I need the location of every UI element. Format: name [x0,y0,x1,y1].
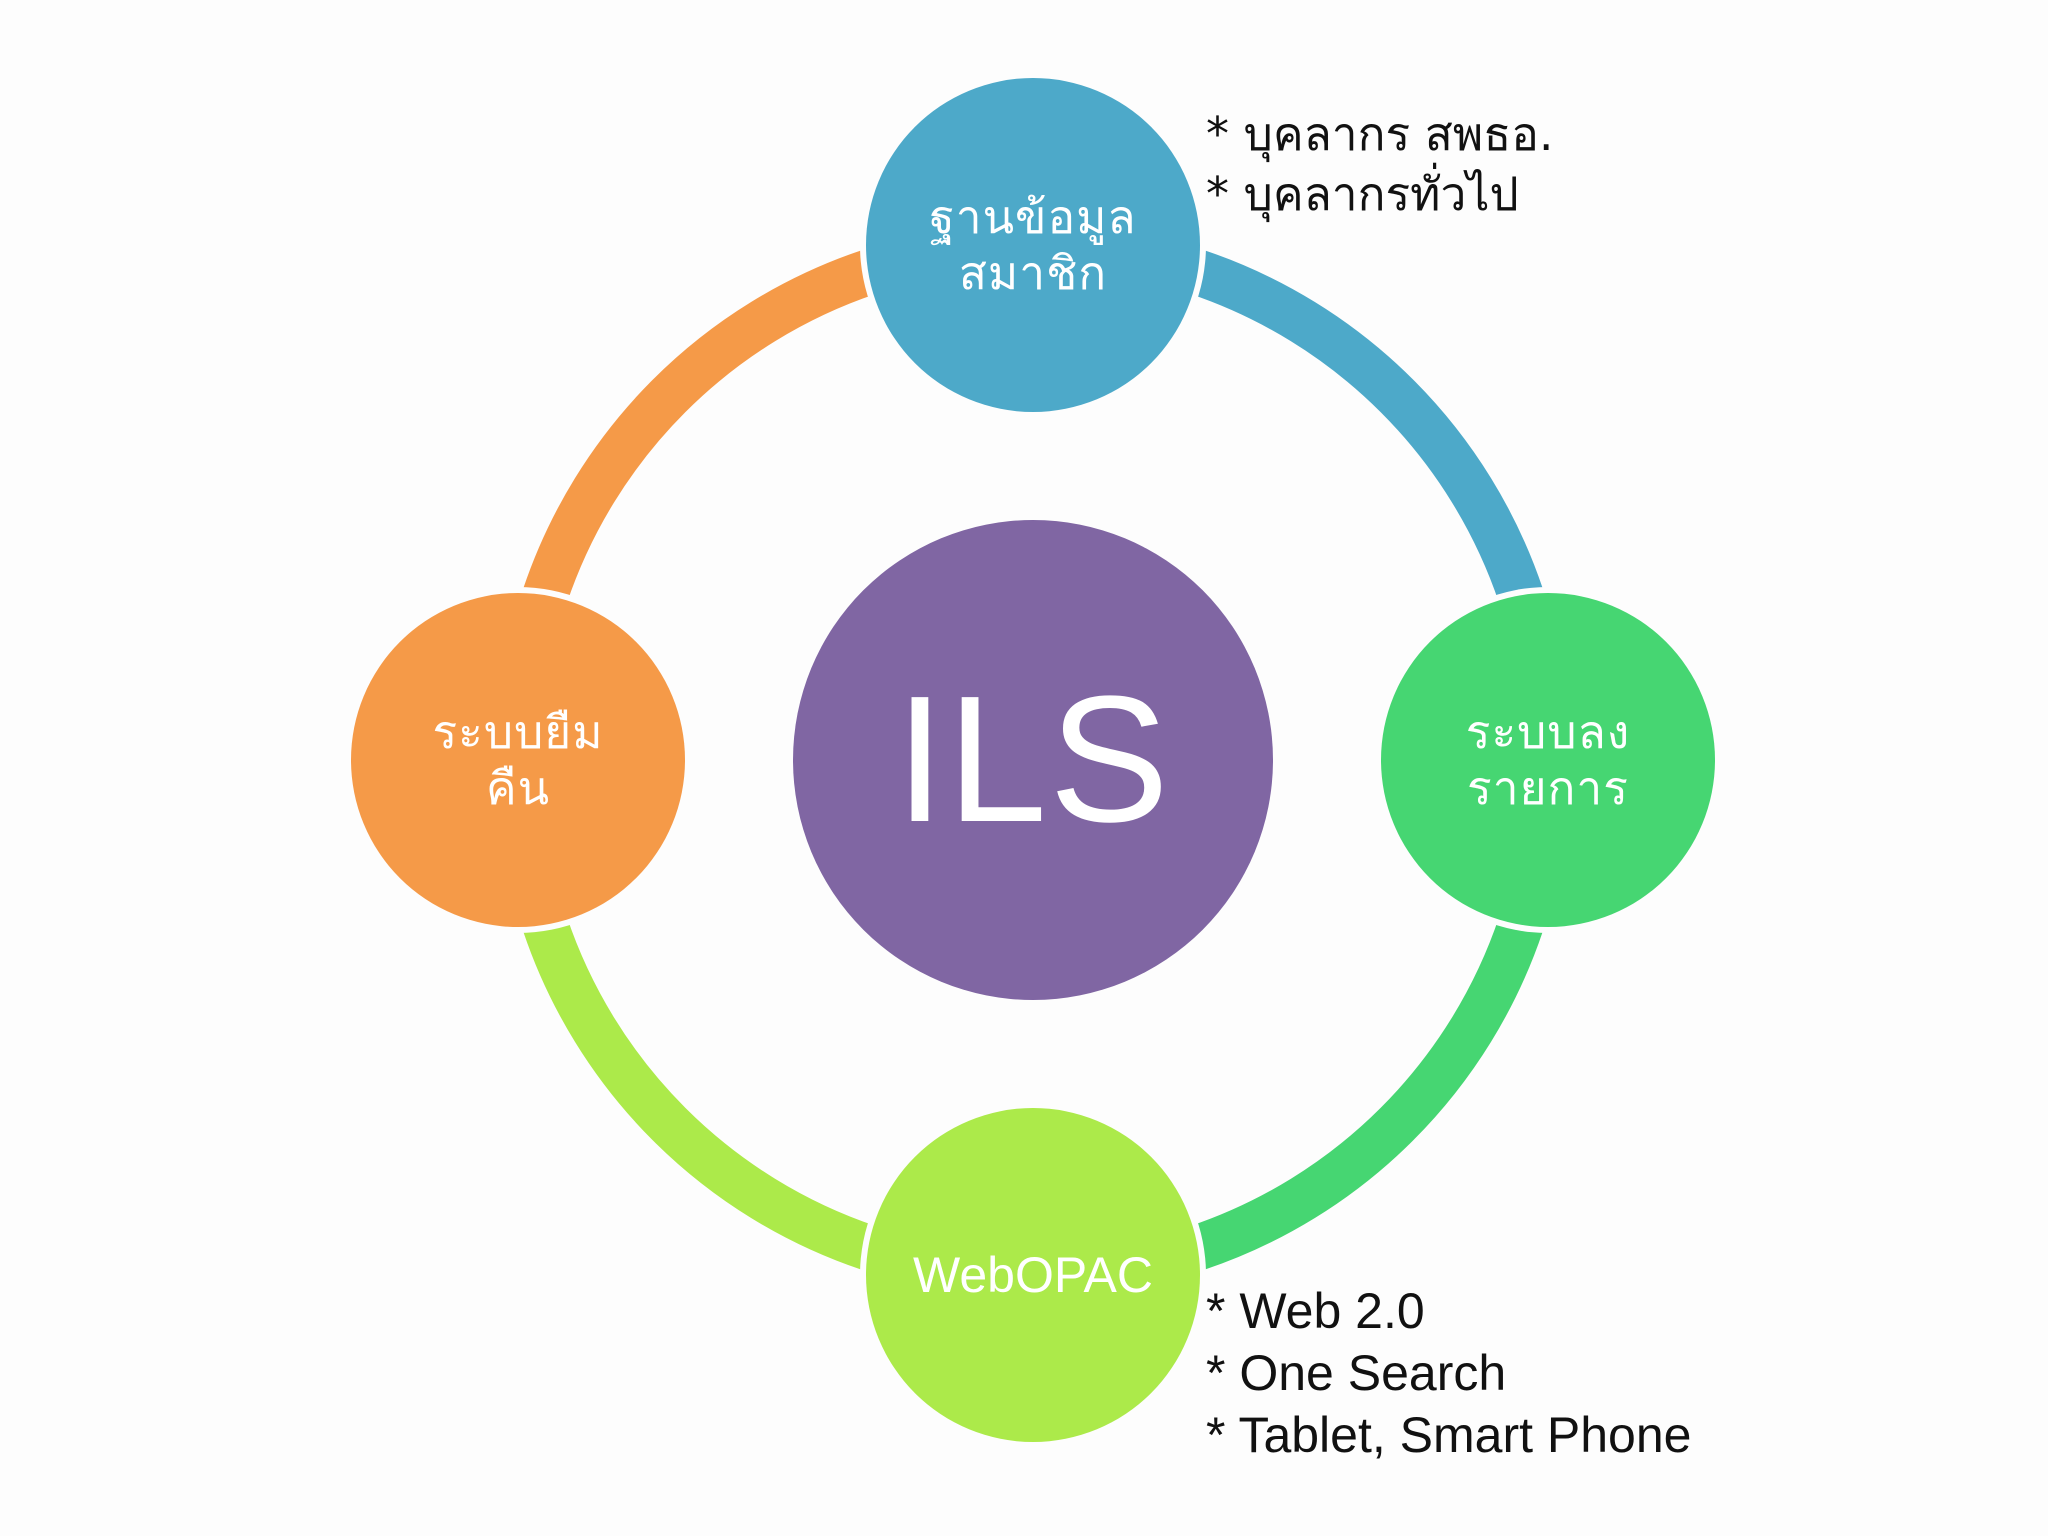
webopac-notes: * Web 2.0 * One Search * Tablet, Smart P… [1206,1280,1691,1466]
arc-bottom-left [523,916,877,1270]
node-bottom-label: WebOPAC [913,1247,1153,1303]
node-left-label-line-2: คืน [485,761,551,815]
node-member-database: ฐานข้อมูล สมาชิก [866,78,1200,412]
note-item: * One Search [1206,1345,1507,1401]
node-webopac: WebOPAC [866,1108,1200,1442]
arc-top-right [1189,250,1543,604]
node-left-label-line-1: ระบบยืม [432,705,604,759]
arc-right-bottom [1189,916,1543,1270]
note-item: * Tablet, Smart Phone [1206,1407,1692,1463]
node-circulation-system: ระบบยืม คืน [351,593,685,927]
member-database-notes: * บุคลากร สพธอ. * บุคลากรทั่วไป [1206,104,1554,224]
note-item: * บุคลากร สพธอ. [1206,107,1554,161]
note-item: * บุคลากรทั่วไป [1206,167,1519,221]
node-cataloging-system: ระบบลง รายการ [1381,593,1715,927]
arc-left-top [523,250,877,604]
node-right-label-line-1: ระบบลง [1465,705,1631,759]
center-label: ILS [894,659,1172,860]
note-item: * Web 2.0 [1206,1283,1425,1339]
node-top-label-line-2: สมาชิก [958,246,1108,300]
center-node-ils: ILS [793,520,1273,1000]
node-top-label-line-1: ฐานข้อมูล [929,190,1137,244]
node-right-label-line-2: รายการ [1467,761,1629,815]
